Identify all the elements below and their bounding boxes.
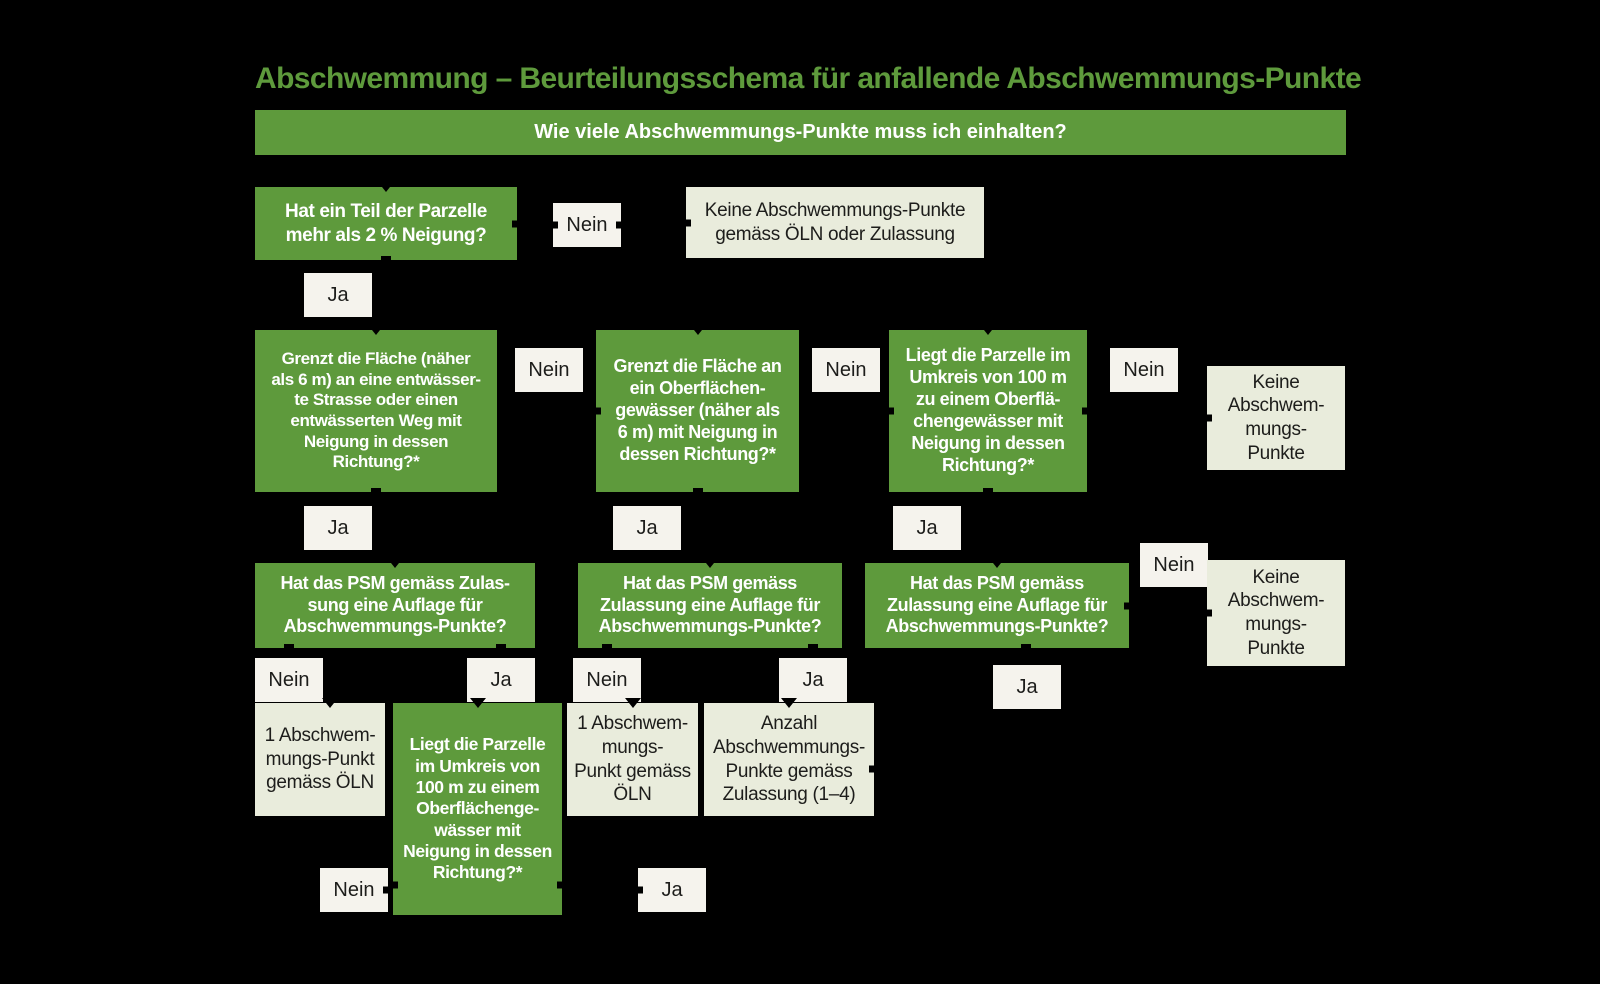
connector-arrow [378, 182, 394, 192]
label-no-2b: Nein [812, 348, 880, 392]
connector-dot [592, 407, 601, 415]
connector-dot [512, 220, 521, 227]
connector-arrow [624, 698, 641, 708]
connector-dot [383, 886, 392, 894]
label-yes-2b: Ja [613, 506, 681, 550]
connector-dot [692, 488, 703, 496]
page-title: Abschwemmung – Beurteilungsschema für an… [255, 62, 1362, 95]
result-count-zulassung: Anzahl Abschwemmungs- Punkte gemäss Zula… [704, 698, 878, 816]
result-one-point-oln-1: 1 Abschwem- mungs-Punkt gemäss ÖLN [255, 698, 385, 816]
connector-dot [549, 221, 558, 229]
label-yes-2a: Ja [304, 506, 372, 550]
connector-dot [496, 644, 507, 652]
label-yes-5: Ja [634, 868, 706, 912]
label-no-4b: Nein [573, 658, 641, 702]
connector-arrow [781, 698, 797, 708]
question-psm-approval-1: Hat das PSM gemäss Zulas- sung eine Aufl… [255, 558, 535, 652]
connector-dot [389, 881, 398, 889]
connector-dot [807, 644, 818, 652]
connector-arrow [387, 558, 403, 568]
result-none-points-1: Keine Abschwem- mungs- Punkte [1203, 366, 1345, 470]
result-none-points-2: Keine Abschwem- mungs- Punkte [1203, 560, 1345, 666]
connector-arrow [368, 325, 384, 335]
result-none-oln-zulassung: Keine Abschwemmungs-Punkte gemäss ÖLN od… [682, 187, 984, 258]
label-no-2a: Nein [515, 348, 583, 392]
result-one-point-oln-2: 1 Abschwem- mungs- Punkt gemäss ÖLN [567, 698, 698, 816]
label-no-3: Nein [1140, 543, 1208, 587]
connector-arrow [322, 698, 339, 708]
label-no-2c: Nein [1110, 348, 1178, 392]
label-yes-4c: Ja [993, 665, 1061, 709]
connector-dot [634, 886, 643, 894]
connector-dot [283, 644, 294, 652]
label-yes-2c: Ja [893, 506, 961, 550]
connector-dot [885, 407, 894, 415]
question-drained-road: Grenzt die Fläche (näher als 6 m) an ein… [255, 325, 497, 496]
connector-dot [1124, 602, 1133, 609]
connector-dot [1021, 644, 1032, 652]
question-psm-approval-2: Hat das PSM gemäss Zulassung eine Auflag… [578, 558, 842, 652]
connector-arrow [689, 325, 706, 335]
connector-arrow [702, 558, 718, 568]
connector-dot [381, 256, 391, 264]
connector-dot [983, 488, 993, 496]
banner-question: Wie viele Abschwemmungs-Punkte muss ich … [255, 110, 1346, 155]
question-surface-water-100m-bottom: Liegt die Parzelle im Umkreis von 100 m … [389, 698, 566, 915]
question-surface-water-adjacent: Grenzt die Fläche an ein Oberflächen- ge… [592, 325, 799, 496]
connector-dot [869, 765, 878, 773]
connector-dot [1203, 609, 1212, 617]
label-yes-4a: Ja [467, 658, 535, 702]
label-no-4a: Nein [255, 658, 323, 702]
question-slope: Hat ein Teil der Parzelle mehr als 2 % N… [255, 182, 521, 264]
question-psm-approval-3: Hat das PSM gemäss Zulassung eine Auflag… [865, 558, 1133, 652]
connector-dot [1082, 407, 1091, 415]
connector-dot [682, 219, 691, 226]
question-surface-water-100m: Liegt die Parzelle im Umkreis von 100 m … [885, 325, 1091, 496]
connector-dot [371, 488, 381, 496]
connector-dot [602, 644, 613, 652]
label-yes-1: Ja [304, 273, 372, 317]
label-no-5: Nein [320, 868, 392, 912]
connector-arrow [989, 558, 1005, 568]
connector-dot [1203, 414, 1212, 422]
label-yes-4b: Ja [779, 658, 847, 702]
connector-dot [616, 221, 625, 229]
connector-arrow [469, 698, 486, 708]
connector-dot [557, 881, 566, 889]
connector-arrow [980, 325, 996, 335]
label-no-1: Nein [549, 203, 625, 247]
